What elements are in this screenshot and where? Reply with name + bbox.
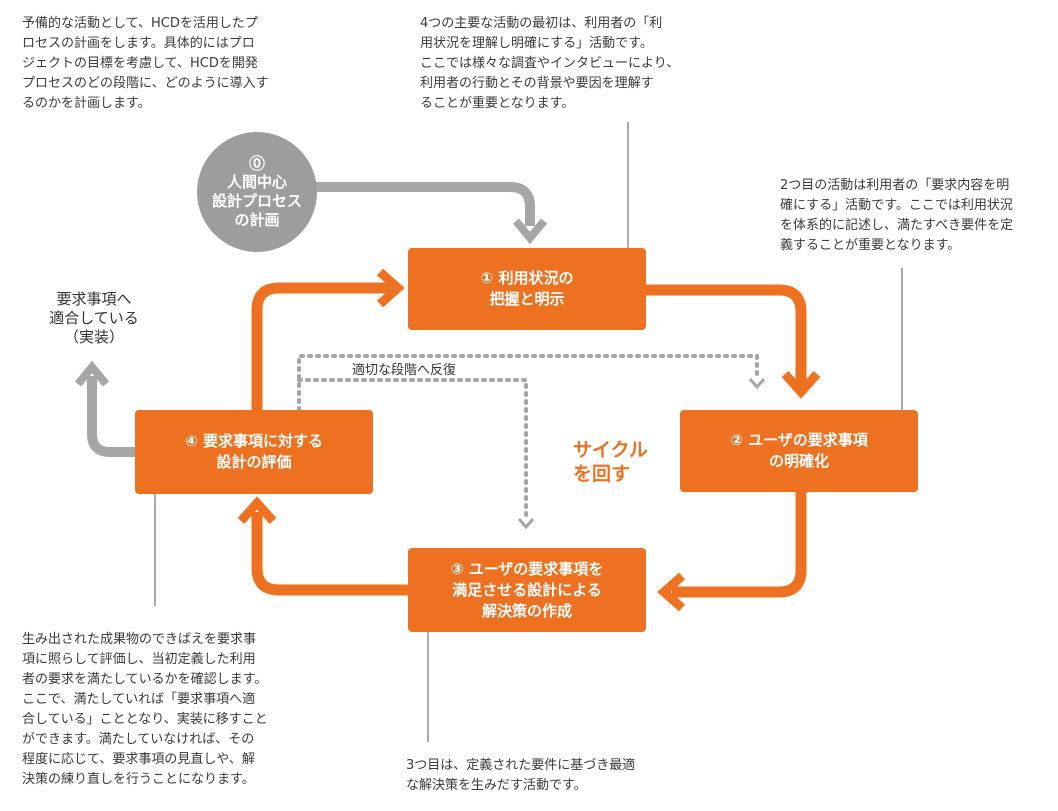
step0-number: ⓪ (248, 154, 265, 173)
arrowhead-step3-to-step4 (237, 496, 277, 524)
arrow-step1-to-step2 (646, 284, 807, 385)
cycle-label-line-2: を回す (573, 463, 631, 485)
note-step4-line: 合している」こととなり、実装に移すこと (22, 712, 268, 727)
note-step2-line: 確にする」活動です。ここでは利用状況 (780, 198, 1013, 213)
step0-line-1: 人間中心 (226, 173, 287, 191)
implementation-line-2: 適合している (49, 309, 139, 327)
note-step4-line: 項に照らして評価し、当初定義した利用 (22, 652, 256, 667)
note-planning: 予備的な活動として、HCDを活用したプ ロセスの計画をします。具体的にはプロ ジ… (22, 14, 292, 114)
step4-box: ④ 要求事項に対する 設計の評価 (135, 410, 373, 494)
step2-line-2: の明確化 (768, 452, 829, 470)
note-planning-line: るのかを計画します。 (22, 96, 151, 111)
dotted-arrowhead-step2 (748, 378, 766, 390)
note-step3-line: 3つ目は、定義された要件に基づき最適 (406, 758, 636, 773)
note-step4-line: 程度に応じて、要求事項の見直しや、解 (22, 752, 255, 767)
note-step2-line: 2つ目の活動は利用者の「要求内容を明 (780, 178, 1010, 193)
arrow-step4-to-implement (87, 376, 135, 457)
note-planning-line: プロセスのどの段階に、どのように導入す (22, 76, 269, 91)
note-step4-line: ここで、満たしていれば「要求事項へ適 (22, 692, 256, 707)
step3-box: ③ ユーザの要求事項を 満足させる設計による 解決策の作成 (408, 548, 646, 632)
note-step4-line: 者の要求を満たしているかを確認します。 (22, 672, 268, 687)
arrowhead-step4-to-implement (74, 360, 110, 387)
note-step1-line: ここでは様々な調査やインタビューにより、 (420, 56, 680, 71)
arrow-step3-to-step4 (251, 512, 408, 596)
note-step4-line: 生み出された成果物のできばえを要求事 (22, 632, 257, 647)
step0-line-2: 設計プロセス (211, 192, 302, 210)
arrow-planning-to-step1 (316, 182, 535, 226)
note-step4-line: ができます。満たしていなければ、その (22, 732, 255, 747)
step0-line-3: の計画 (234, 211, 280, 229)
step2-box: ② ユーザの要求事項 の明確化 (680, 410, 918, 492)
note-planning-line: ロセスの計画をします。具体的にはプロ (22, 36, 255, 51)
arrow-step2-to-step3 (672, 492, 807, 598)
dotted-iteration-branch (297, 378, 528, 520)
cycle-label-line-1: サイクル (573, 439, 649, 461)
iteration-label: 適切な段階へ反復 (352, 363, 457, 378)
note-step3: 3つ目は、定義された要件に基づき最適 な解決策を生みだす活動です。 (406, 756, 696, 796)
step4-line-1: ④ 要求事項に対する (185, 432, 323, 450)
note-step1: 4つの主要な活動の最初は、利用者の「利 用状況を理解し明確にする」活動です。 こ… (420, 14, 710, 114)
note-step1-line: 用状況を理解し明確にする」活動です。 (420, 36, 653, 51)
arrowhead-step2-to-step3 (657, 572, 685, 612)
arrowhead-step1-to-step2 (781, 371, 821, 399)
step1-box: ① 利用状況の 把握と明示 (408, 248, 646, 330)
step0-planning-circle: ⓪ 人間中心 設計プロセス の計画 (197, 132, 317, 252)
dotted-iteration-path (297, 354, 759, 412)
note-step4: 生み出された成果物のできばえを要求事 項に照らして評価し、当初定義した利用 者の… (22, 630, 312, 790)
step1-line-1: ① 利用状況の (480, 269, 574, 287)
step1-line-2: 把握と明示 (489, 290, 565, 308)
note-step2: 2つ目の活動は利用者の「要求内容を明 確にする」活動です。ここでは利用状況 を体… (780, 176, 1050, 256)
step3-line-2: 満足させる設計による (452, 580, 602, 599)
note-step2-line: 義することが重要となります。 (780, 238, 961, 253)
step4-line-2: 設計の評価 (216, 453, 292, 471)
implementation-line-3: （実装） (63, 328, 124, 346)
arrow-step4-to-step1 (251, 282, 390, 410)
implementation-label: 要求事項へ 適合している （実装） (40, 290, 148, 347)
cycle-label: サイクル を回す (573, 438, 648, 486)
note-planning-line: ジェクトの目標を考慮して、HCDを開発 (22, 56, 258, 71)
note-step3-line: な解決策を生みだす活動です。 (406, 778, 587, 793)
step3-line-3: 解決策の作成 (481, 601, 572, 620)
note-step2-line: を体系的に記述し、満たすべき要件を定 (780, 218, 1014, 233)
note-step4-line: 決策の練り直しを行うことになります。 (22, 772, 255, 787)
step3-line-1: ③ ユーザの要求事項を (450, 559, 604, 578)
note-step1-line: 利用者の行動とその背景や要因を理解す (420, 76, 654, 91)
dotted-arrowhead-step3 (517, 518, 535, 530)
note-step1-line: 4つの主要な活動の最初は、利用者の「利 (420, 16, 663, 31)
note-step1-line: ることが重要となります。 (420, 96, 575, 111)
step2-line-1: ② ユーザの要求事項 (730, 431, 868, 449)
implementation-line-1: 要求事項へ (56, 290, 132, 308)
note-planning-line: 予備的な活動として、HCDを活用したプ (22, 16, 258, 31)
arrowhead-step4-to-step1 (377, 268, 405, 308)
arrowhead-planning-to-step1 (512, 218, 548, 245)
